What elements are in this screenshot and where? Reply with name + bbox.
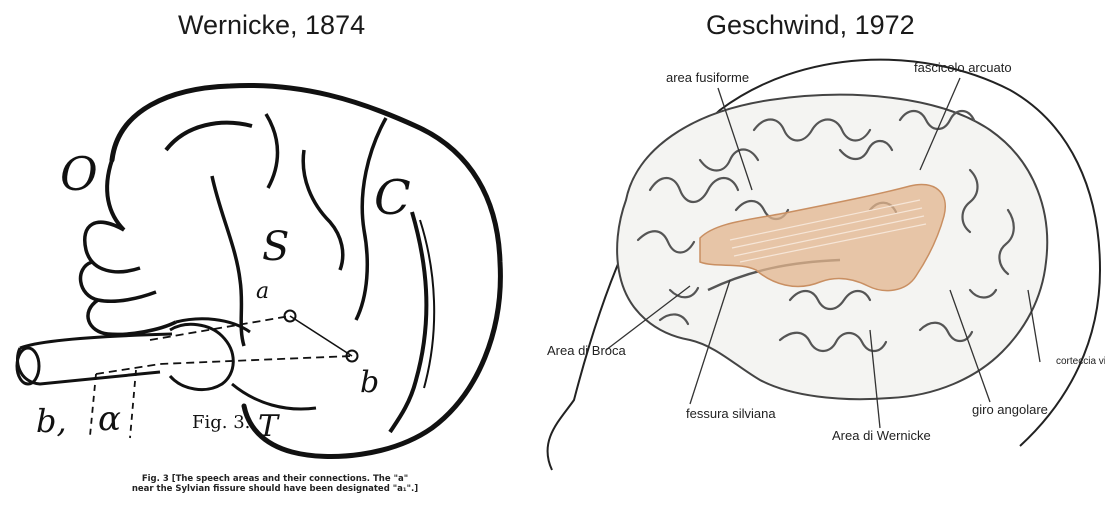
figure-label: Fig. 3. bbox=[192, 412, 250, 433]
letter-alpha: α bbox=[98, 399, 121, 439]
caption-line-1: Fig. 3 [The speech areas and their conne… bbox=[95, 474, 455, 484]
dashed-pathway-vertical-1 bbox=[90, 374, 96, 436]
letter-b: b bbox=[360, 365, 379, 400]
dashed-pathway-lower bbox=[96, 356, 352, 374]
dashed-pathway-vertical-2 bbox=[130, 370, 136, 438]
letter-o: O bbox=[60, 147, 98, 201]
label-area-fusiforme: area fusiforme bbox=[666, 70, 749, 85]
geschwind-panel: Geschwind, 1972 bbox=[540, 0, 1105, 511]
label-corteccia-visiva: corteccia visi bbox=[1056, 356, 1105, 367]
label-fascicolo-arcuato: fascicolo arcuato bbox=[914, 60, 1012, 75]
label-fessura-silviana: fessura silviana bbox=[686, 406, 776, 421]
letter-s: S bbox=[262, 224, 289, 270]
geschwind-brain-diagram bbox=[540, 0, 1105, 511]
calcarine-sulcus bbox=[390, 212, 426, 432]
wernicke-caption: Fig. 3 [The speech areas and their conne… bbox=[95, 474, 455, 494]
frontal-lobe-lobe1 bbox=[85, 222, 140, 272]
label-giro-angolare: giro angolare bbox=[972, 402, 1048, 417]
label-area-di-broca: Area di Broca bbox=[547, 343, 626, 358]
letter-b1: b, bbox=[36, 402, 67, 440]
letter-a-small: a bbox=[256, 279, 269, 304]
letter-t: T bbox=[258, 409, 280, 444]
wernicke-panel: Wernicke, 1874 O C bbox=[0, 0, 540, 511]
wernicke-brain-sketch: O C S a b b, α T Fig. 3. bbox=[0, 0, 540, 511]
label-area-di-wernicke: Area di Wernicke bbox=[832, 428, 931, 443]
caption-line-2: near the Sylvian fissure should have bee… bbox=[95, 484, 455, 494]
letter-c: C bbox=[374, 170, 411, 226]
hemisphere-outline bbox=[112, 85, 500, 456]
